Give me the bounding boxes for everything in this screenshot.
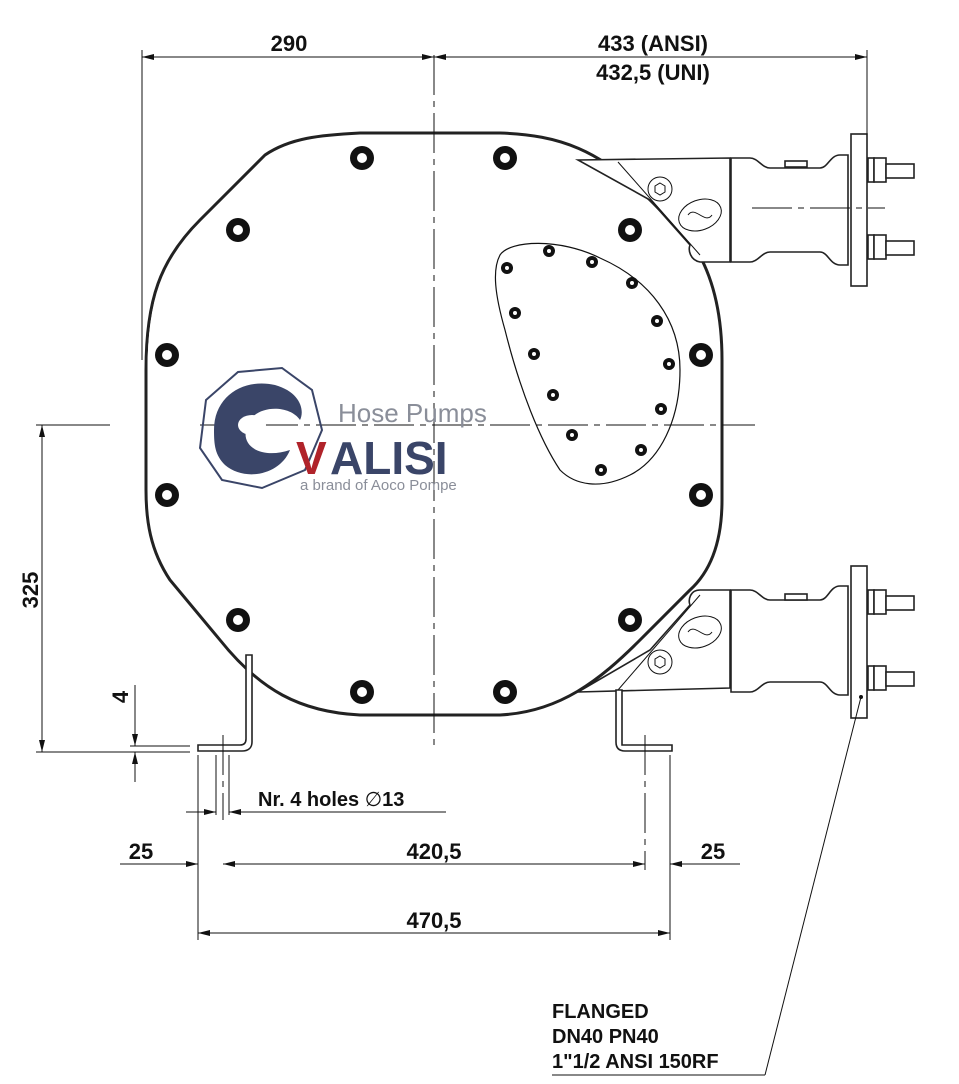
- bolt-icon: [226, 218, 250, 242]
- dim-4: 4: [108, 690, 133, 703]
- bolt-icon: [226, 608, 250, 632]
- dim-433-ansi: 433 (ANSI): [598, 31, 708, 56]
- logo-brand-v: V: [296, 432, 327, 484]
- bolt-icon: [493, 680, 517, 704]
- flange-note-line1: FLANGED: [552, 1001, 649, 1023]
- logo-mark-icon: [198, 366, 324, 490]
- dim-25-right: 25: [701, 839, 725, 864]
- logo-tagline-top: Hose Pumps: [338, 398, 487, 428]
- upper-port-assembly: [574, 133, 915, 287]
- bolt-icon: [493, 146, 517, 170]
- bolt-icon: [155, 483, 179, 507]
- bolt-icon: [618, 608, 642, 632]
- lower-port-assembly: [577, 565, 915, 719]
- body-bolts: [155, 146, 713, 704]
- dim-432-5-uni: 432,5 (UNI): [596, 60, 710, 85]
- bolt-icon: [155, 343, 179, 367]
- mounting-feet: [197, 654, 673, 870]
- dimension-lines: [36, 50, 868, 1076]
- logo-tagline-bottom: a brand of Aoco Pompe: [300, 477, 457, 494]
- dim-290: 290: [271, 31, 308, 56]
- holes-note: Nr. 4 holes ∅13: [258, 789, 404, 811]
- pump-body: [144, 131, 724, 717]
- bolt-icon: [618, 218, 642, 242]
- dim-420-5: 420,5: [406, 839, 461, 864]
- flange-note-line2: DN40 PN40: [552, 1026, 659, 1048]
- bolt-icon: [350, 680, 374, 704]
- bolt-icon: [689, 483, 713, 507]
- valisi-logo: Hose Pumps V ALISI a brand of Aoco Pompe: [198, 366, 487, 494]
- bolt-icon: [350, 146, 374, 170]
- inspection-cover: [494, 242, 681, 485]
- dim-470-5: 470,5: [406, 908, 461, 933]
- logo-brand-rest: ALISI: [330, 432, 448, 484]
- bolt-icon: [689, 343, 713, 367]
- flange-note-line3: 1"1/2 ANSI 150RF: [552, 1051, 719, 1073]
- dim-25-left: 25: [129, 839, 153, 864]
- dim-325: 325: [18, 572, 43, 609]
